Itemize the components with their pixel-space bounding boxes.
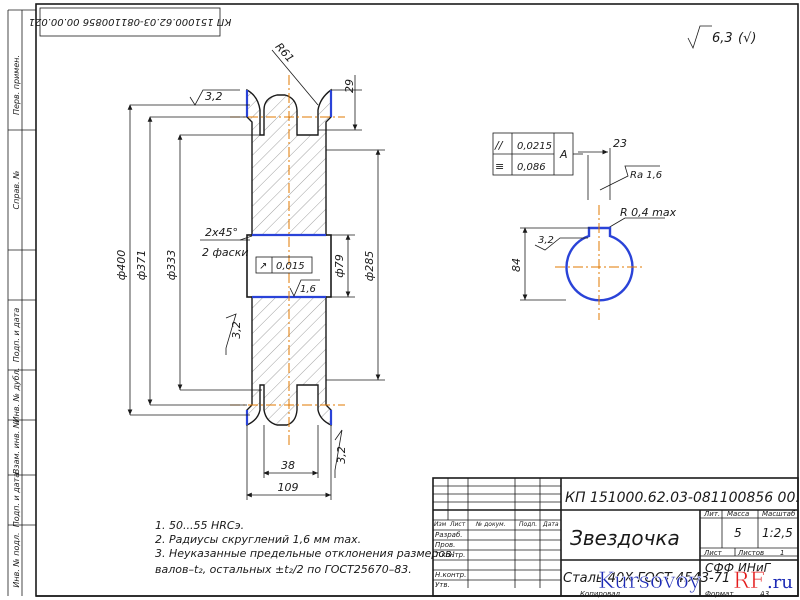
col-lit: Лит. [703, 510, 720, 518]
side-label-podp1: Подп. и дата [12, 308, 21, 363]
hub-ra: Ra 1,6 [630, 170, 662, 181]
row-utv: Утв. [435, 581, 450, 589]
hdr-sign: Подп. [519, 521, 537, 528]
tooth-edge-top [245, 90, 333, 117]
rough-side: 3,2 [230, 321, 243, 339]
note-line-1: 1. 50...55 HRCэ. [155, 519, 244, 532]
runout-value: 0,015 [276, 261, 305, 272]
dim-d333: ф333 [165, 250, 178, 280]
sprocket-section [230, 75, 345, 445]
dim-d285: ф285 [363, 251, 376, 281]
watermark-logo: Kursovoy RF .ru [598, 569, 793, 595]
row-razrab: Разраб. [435, 531, 463, 539]
tol1-symbol: // [494, 139, 504, 152]
title-material: Сталь 40Х ГОСТ 4543-71 [563, 571, 730, 586]
dim-chamfer: 2x45° [205, 226, 238, 239]
watermark-rf: RF [733, 569, 765, 594]
side-label-perv: Перв. примен. [12, 55, 21, 115]
dim-d79: ф79 [333, 254, 346, 277]
hub-radius: R 0,4 max [620, 206, 677, 219]
copied-label: Копировал [580, 590, 621, 598]
side-label-sprav: Справ. № [12, 171, 21, 210]
side-label-dubl: Инв. № дубл. [12, 368, 21, 423]
col-scale: Масштаб [762, 510, 796, 518]
hdr-date: Дата [542, 521, 559, 528]
dim-chamfer-note: 2 фаски [202, 246, 248, 259]
general-roughness: 6,3 (√) [687, 25, 756, 50]
title-name: Звездочка [570, 526, 680, 550]
datum-a: A [559, 148, 568, 161]
sheets-value: 1 [780, 549, 784, 557]
rough-bottom: 3,2 [335, 446, 348, 464]
dim-38: 38 [281, 459, 295, 472]
col-mass: Масса [727, 510, 749, 518]
technical-notes: 1. 50...55 HRCэ. 2. Радиусы скруглений 1… [155, 519, 455, 576]
runout-symbol: ↗ [259, 261, 267, 272]
side-label-podp2: Подп. и дата [12, 473, 21, 528]
watermark-ru: .ru [767, 572, 793, 593]
hub-rough: 3,2 [538, 235, 554, 246]
format-value: А3 [759, 590, 769, 598]
upper-web [246, 88, 332, 236]
tol2-value: 0,086 [517, 162, 546, 173]
rough-bore: 1,6 [300, 284, 316, 295]
sheets-label: Листов [737, 549, 764, 557]
hdr-doc: № докум. [475, 521, 506, 528]
dim-d371: ф371 [135, 250, 148, 280]
title-org: СФФ ИНиГ [705, 561, 772, 575]
dim-109: 109 [278, 481, 299, 494]
dim-23: 23 [613, 137, 627, 150]
note-line-3: 3. Неуказанные предельные отклонения раз… [155, 547, 455, 560]
roughness-paren: (√) [738, 31, 756, 46]
dim-r61: R61 [273, 40, 297, 65]
dim-29: 29 [343, 79, 356, 93]
side-label-podl: Инв. № подл. [12, 532, 21, 587]
format-label: Формат [705, 590, 734, 598]
rotated-code-text: КП 151000.62.03-081100856 00.00.021 [29, 16, 232, 27]
side-label-vzam: Взам. инв. № [12, 420, 21, 474]
lower-web [246, 296, 332, 427]
dim-d400: ф400 [115, 250, 128, 280]
row-nkontr: Н.контр. [435, 571, 466, 579]
watermark-kursovoy: Kursovoy [598, 569, 702, 594]
hdr-izm: Изм [434, 521, 447, 528]
side-strip: Перв. примен. Справ. № Подп. и дата Инв.… [7, 9, 36, 596]
rough-top: 3,2 [205, 90, 223, 103]
row-prov: Пров. [435, 541, 455, 549]
note-line-2: 2. Радиусы скруглений 1,6 мм max. [155, 533, 361, 546]
tol1-value: 0,0215 [517, 141, 552, 152]
dim-84: 84 [510, 258, 523, 272]
title-block: КП 151000.62.03-081100856 00.00.021 Звез… [432, 477, 800, 598]
section-dimensions: ф400 ф371 ф333 ф79 ф285 R61 29 38 [115, 40, 385, 500]
hdr-list: Лист [449, 521, 466, 528]
hub-view: // 0,0215 ≡ 0,086 A 23 Ra 1,6 R 0,4 max … [492, 132, 677, 320]
rotated-code-stamp: КП 151000.62.03-081100856 00.00.021 [29, 7, 232, 37]
mass-value: 5 [734, 526, 742, 540]
hub-bore-circle [565, 226, 634, 302]
tooth-edge-bottom [245, 410, 333, 425]
row-tkontr: Т.контр. [435, 551, 465, 559]
sheet-label: Лист [703, 549, 723, 557]
roughness-value: 6,3 [712, 31, 733, 46]
note-line-4: валов–t₂, остальных ±t₂/2 по ГОСТ25670–8… [155, 563, 412, 576]
tol2-symbol: ≡ [495, 160, 504, 173]
title-doc-code: КП 151000.62.03-081100856 00.00.021 [565, 490, 800, 506]
scale-value: 1:2,5 [762, 526, 793, 540]
